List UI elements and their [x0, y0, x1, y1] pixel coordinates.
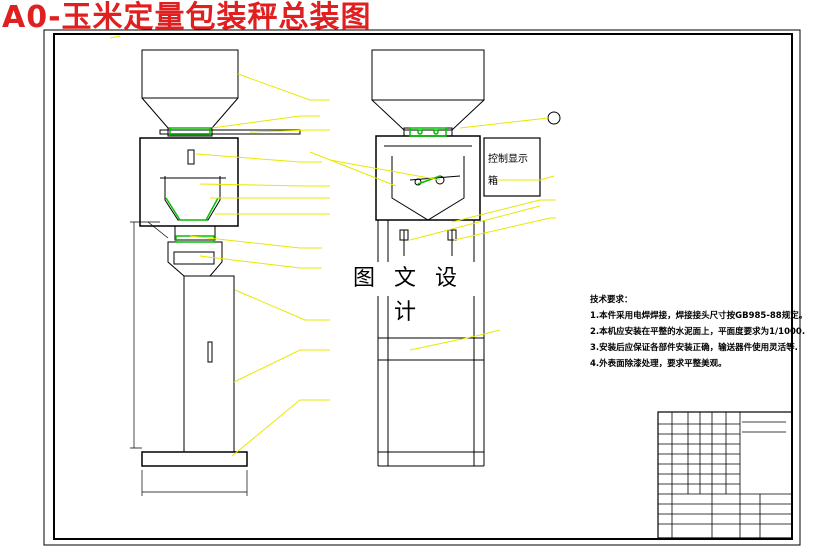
leader-lines [109, 35, 556, 457]
drawing-title: A0-玉米定量包装秤总装图 [2, 0, 372, 35]
technical-requirement-item: 4.外表面除漆处理，要求平整美观。 [590, 359, 727, 369]
technical-requirements-heading: 技术要求： [590, 295, 633, 305]
title-block [657, 411, 793, 539]
watermark-text: 图 文 设 计 [333, 262, 483, 325]
technical-requirement-item: 2.本机应安装在平整的水泥面上，平面度要求为1/1000. [590, 327, 806, 337]
side-view-accents [165, 127, 219, 243]
technical-requirement-item: 1.本件采用电焊焊接，焊接接头尺寸按GB985-88规定。 [590, 311, 808, 321]
front-view [371, 49, 561, 467]
sheet-inner-border [53, 33, 793, 540]
technical-requirements: 技术要求： 1.本件采用电焊焊接，焊接接头尺寸按GB985-88规定。 2.本机… [590, 292, 807, 372]
control-box-label-line1: 控制显示 [488, 154, 528, 165]
technical-requirement-item: 3.安装后应保证各部件安装正确，输送器件使用灵活等. [590, 343, 798, 353]
front-view-accents [409, 127, 447, 185]
sheet-outer-border [43, 29, 801, 546]
control-box-label-line2: 箱 [488, 176, 498, 187]
side-view [130, 49, 301, 496]
